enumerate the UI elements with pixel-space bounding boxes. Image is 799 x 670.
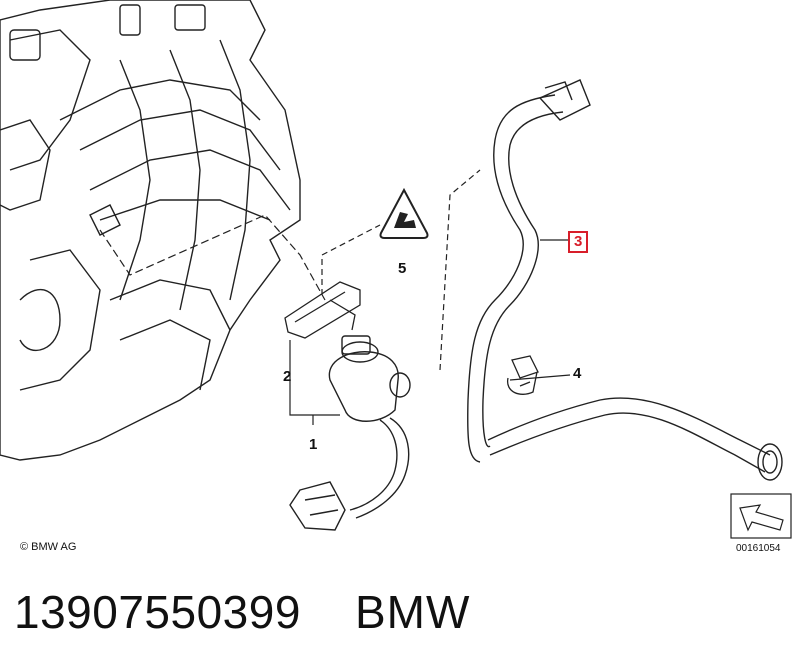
warning-triangle-icon <box>379 187 429 239</box>
part-number: 13907550399 <box>14 586 301 638</box>
callout-1: 1 <box>309 436 318 453</box>
engine-illustration <box>0 0 301 461</box>
callout-5: 5 <box>398 260 407 277</box>
brand-name: BMW <box>355 586 471 638</box>
callout-3: 3 <box>568 231 589 253</box>
hose-part-3 <box>467 79 783 481</box>
direction-arrow-icon <box>730 493 792 539</box>
callout-4: 4 <box>573 365 582 382</box>
diagram-reference-number: 00161054 <box>736 543 781 554</box>
copyright-notice: © BMW AG <box>20 541 77 553</box>
valve-part-1 <box>289 335 411 531</box>
callout-2: 2 <box>283 368 292 385</box>
leader-lines <box>99 169 571 425</box>
strap-part-2 <box>284 281 361 339</box>
clip-part-4 <box>507 355 539 395</box>
